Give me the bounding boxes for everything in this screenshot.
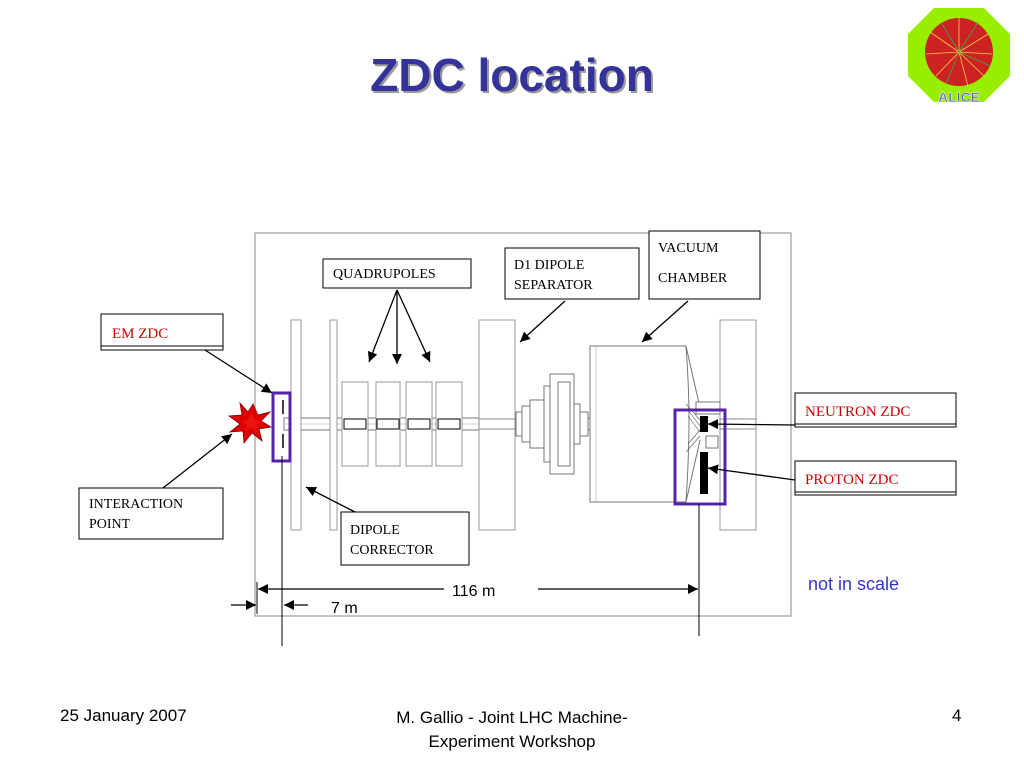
dipole-corrector-label: DIPOLE CORRECTOR	[340, 511, 470, 566]
interaction-point-line1: INTERACTION	[89, 497, 183, 512]
dipole-corrector-arrow	[305, 486, 356, 513]
neutron-proton-zdc-outline	[673, 408, 727, 506]
quadrupole-magnets	[341, 381, 463, 467]
beam-flanges	[515, 373, 589, 475]
quadrupole-arrow-1	[367, 289, 398, 363]
em-zdc-label: EM ZDC	[100, 313, 224, 351]
neutron-zdc-arrow	[707, 419, 796, 430]
zdc-mount-top	[695, 401, 721, 415]
vacuum-chamber-cone-top	[685, 345, 701, 409]
d1-separator-box	[504, 247, 640, 300]
logo-tracks-green	[941, 21, 991, 85]
footer-date: 25 January 2007	[60, 706, 187, 725]
quadrupole-bore-3	[407, 418, 431, 430]
vacuum-chamber-arrow	[641, 300, 689, 343]
d1-separator-line1: D1 DIPOLE	[514, 258, 584, 273]
distance-7m-text: 7 m	[331, 600, 358, 617]
vacuum-chamber-fans	[685, 403, 701, 453]
footer-author-line2: Experiment Workshop	[428, 732, 596, 751]
interaction-point-arrow	[162, 433, 233, 489]
proton-zdc-label: PROTON ZDC	[794, 460, 957, 496]
vacuum-chamber-box	[648, 230, 761, 300]
neutron-zdc-box	[794, 392, 957, 428]
d1-separator-line2: SEPARATOR	[514, 278, 593, 293]
em-zdc-arrow	[204, 349, 273, 394]
em-zdc-outline	[271, 391, 292, 463]
quadrupole-bore-2	[376, 418, 400, 430]
pointer-arrows	[162, 289, 796, 513]
corrector-slab	[329, 319, 338, 531]
interaction-point-line2: POINT	[89, 517, 131, 532]
neutron-zdc-block	[700, 416, 708, 432]
logo-text: ALICE	[938, 89, 980, 104]
footer-author-line1: M. Gallio - Joint LHC Machine-	[396, 708, 628, 727]
page-title: ZDC location	[370, 49, 654, 101]
interaction-point-label: INTERACTION POINT	[78, 487, 224, 540]
vacuum-chamber-label: VACUUM CHAMBER	[648, 230, 761, 300]
dipole-corrector-box	[340, 511, 470, 566]
zdc-mount-mid	[705, 435, 719, 449]
interaction-star-core	[241, 413, 262, 432]
distance-116m-text: 116 m	[452, 583, 495, 600]
neutron-zdc-text: NEUTRON ZDC	[805, 404, 910, 420]
alice-logo-icon: ALICE	[908, 8, 1010, 104]
vacuum-chamber-line2: CHAMBER	[658, 271, 728, 286]
d1-arrow	[519, 300, 566, 343]
dimension-arrows	[231, 584, 698, 610]
proton-zdc-block	[700, 452, 708, 494]
em-zdc-text: EM ZDC	[112, 326, 168, 342]
proton-zdc-arrow	[707, 464, 796, 481]
d1-bore	[478, 418, 516, 430]
quadrupoles-label: QUADRUPOLES	[322, 258, 472, 289]
proton-zdc-text: PROTON ZDC	[805, 472, 899, 488]
slide-number: 4	[952, 706, 962, 725]
em-zdc-box	[100, 313, 224, 351]
vacuum-chamber-line1: VACUUM	[658, 241, 719, 256]
compensator-slab	[290, 319, 302, 531]
quadrupole-bore-4	[437, 418, 461, 430]
neutron-zdc-label: NEUTRON ZDC	[794, 392, 957, 428]
quadrupole-arrow-3	[396, 289, 431, 363]
interaction-point-box	[78, 487, 224, 540]
logo-tracks	[925, 18, 993, 87]
vacuum-chamber-cone-bottom	[685, 439, 701, 503]
not-in-scale-note: not in scale	[808, 574, 899, 594]
quadrupoles-box	[322, 258, 472, 289]
d1-separator-label: D1 DIPOLE SEPARATOR	[504, 247, 640, 300]
dipole-corrector-line2: CORRECTOR	[350, 543, 434, 558]
quadrupoles-text: QUADRUPOLES	[333, 267, 436, 282]
quadrupole-bore-1	[343, 418, 367, 430]
footer-author: M. Gallio - Joint LHC Machine- Experimen…	[312, 706, 712, 754]
dipole-corrector-line1: DIPOLE	[350, 523, 400, 538]
proton-zdc-box	[794, 460, 957, 496]
